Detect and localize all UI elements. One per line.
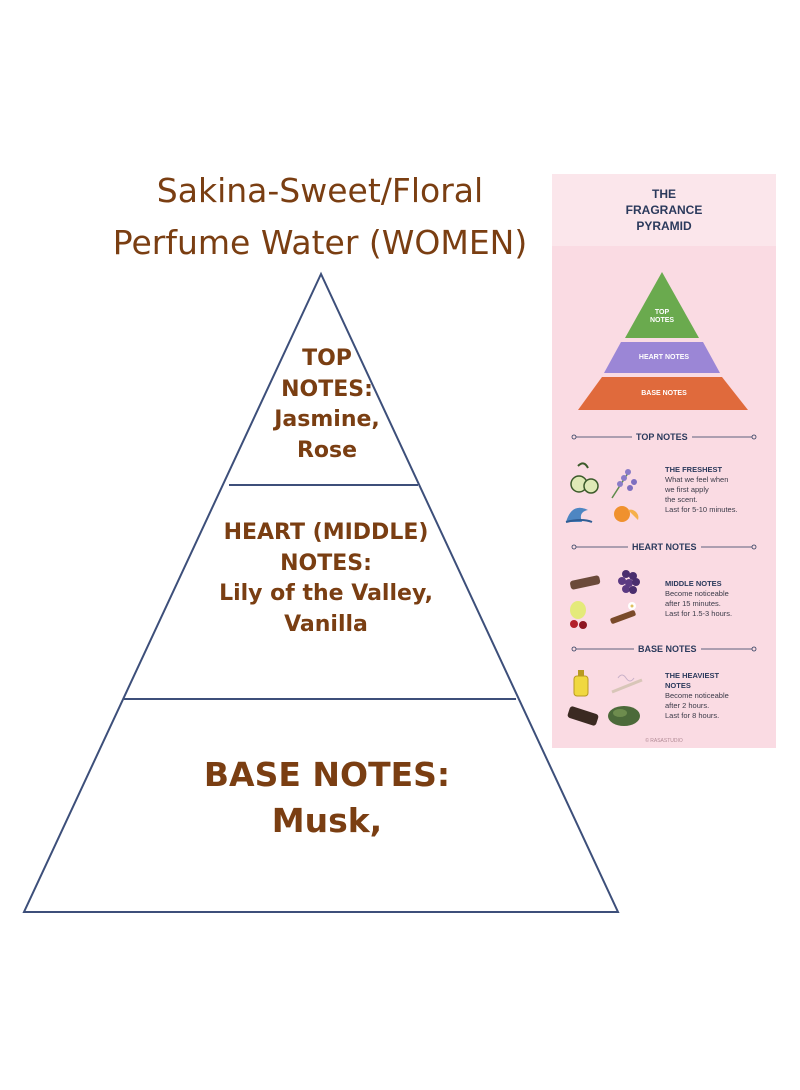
top-notes-description: THE FRESHEST What we feel when we first … bbox=[665, 465, 775, 515]
title-line-2: Perfume Water (WOMEN) bbox=[112, 223, 528, 262]
description-line: What we feel when bbox=[665, 475, 729, 484]
description-line: Last for 1.5-3 hours. bbox=[665, 609, 733, 618]
heart-notes-heading: MIDDLE NOTES bbox=[665, 579, 722, 588]
heart-notes-text: HEART (MIDDLE) NOTES: Lily of the Valley… bbox=[188, 518, 464, 640]
section-dot-icon bbox=[571, 646, 577, 652]
top-notes-line: NOTES: bbox=[281, 376, 373, 402]
section-label-top: TOP NOTES bbox=[632, 431, 692, 443]
orange-icon bbox=[614, 506, 639, 522]
mini-top-layer bbox=[625, 272, 699, 338]
cucumber-icon bbox=[570, 462, 599, 494]
top-notes-line: Rose bbox=[296, 437, 358, 463]
base-notes-description: THE HEAVIEST NOTES Become noticeable aft… bbox=[665, 671, 775, 721]
heart-notes-description: MIDDLE NOTES Become noticeable after 15 … bbox=[665, 579, 775, 619]
base-notes-text: BASE NOTES: Musk, bbox=[172, 752, 482, 844]
heart-notes-line: Vanilla bbox=[284, 611, 368, 637]
description-line: after 2 hours. bbox=[665, 701, 710, 710]
description-line: Last for 8 hours. bbox=[665, 711, 720, 720]
infographic-title-line: THE bbox=[652, 187, 676, 201]
section-label-base: BASE NOTES bbox=[634, 643, 701, 655]
base-notes-heading: THE HEAVIEST bbox=[665, 671, 720, 680]
mini-top-label-line: TOP bbox=[654, 309, 670, 316]
cinnamon-flower-icon bbox=[610, 602, 636, 624]
description-line: Become noticeable bbox=[665, 691, 729, 700]
wood-icon bbox=[570, 575, 601, 590]
section-dot-icon bbox=[751, 434, 757, 440]
grapes-icon bbox=[618, 570, 640, 594]
description-line: Last for 5-10 minutes. bbox=[665, 505, 738, 514]
section-dot-icon bbox=[751, 646, 757, 652]
section-dot-icon bbox=[751, 544, 757, 550]
infographic-header bbox=[552, 174, 776, 246]
description-line: Become noticeable bbox=[665, 589, 729, 598]
heart-notes-line: Lily of the Valley, bbox=[219, 581, 433, 606]
oil-bottle-icon bbox=[573, 670, 589, 697]
fruit-icon bbox=[570, 601, 587, 629]
credit-text: © RASASTUDIO bbox=[645, 738, 683, 744]
wave-icon bbox=[565, 507, 593, 523]
title-line-1: Sakina-Sweet/Floral bbox=[156, 171, 484, 210]
mini-base-label: BASE NOTES bbox=[641, 390, 687, 397]
infographic-graphics bbox=[565, 272, 757, 726]
top-notes-heading: THE FRESHEST bbox=[665, 465, 723, 474]
mini-top-label: TOP NOTES bbox=[642, 309, 682, 325]
mini-heart-layer bbox=[604, 342, 720, 373]
incense-icon bbox=[611, 674, 643, 694]
section-dot-icon bbox=[571, 434, 577, 440]
mini-top-label-line: NOTES bbox=[649, 317, 675, 324]
section-dot-icon bbox=[571, 544, 577, 550]
heart-notes-line: NOTES: bbox=[280, 550, 372, 576]
base-notes-line: Musk, bbox=[271, 801, 383, 840]
bark-icon bbox=[567, 706, 599, 726]
section-label-heart: HEART NOTES bbox=[628, 541, 701, 553]
base-notes-heading: NOTES bbox=[665, 681, 691, 690]
description-line: after 15 minutes. bbox=[665, 599, 721, 608]
fragrance-pyramid-infographic: THE FRAGRANCE PYRAMID bbox=[552, 174, 776, 748]
description-line: the scent. bbox=[665, 495, 698, 504]
mini-heart-label: HEART NOTES bbox=[638, 354, 690, 361]
base-notes-line: BASE NOTES: bbox=[203, 755, 451, 794]
heart-notes-line: HEART (MIDDLE) bbox=[223, 520, 429, 545]
infographic-title-line: PYRAMID bbox=[636, 219, 692, 233]
infographic-title-line: FRAGRANCE bbox=[625, 203, 703, 217]
pyramid-outline bbox=[22, 271, 620, 913]
moss-icon bbox=[608, 706, 640, 726]
description-line: we first apply bbox=[665, 485, 709, 494]
top-notes-line: Jasmine, bbox=[274, 407, 380, 432]
mini-base-layer bbox=[578, 377, 748, 410]
top-notes-text: TOP NOTES: Jasmine, Rose bbox=[232, 344, 422, 466]
lavender-icon bbox=[611, 469, 637, 499]
top-notes-line: TOP bbox=[302, 346, 352, 371]
